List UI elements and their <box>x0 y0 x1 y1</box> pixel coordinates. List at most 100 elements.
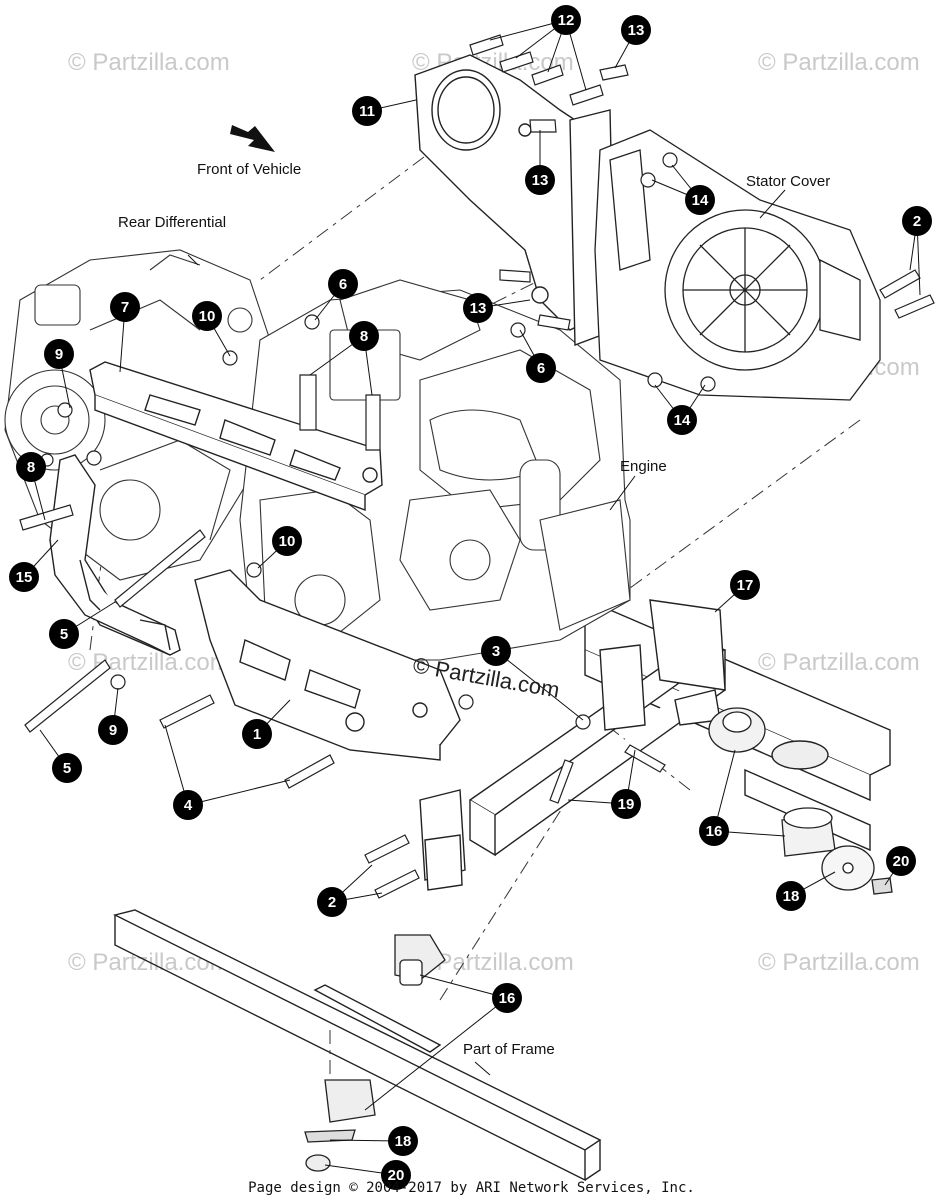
callout-16-bottom: 16 <box>492 983 522 1013</box>
callout-bubble <box>902 206 932 236</box>
callout-number: 9 <box>109 722 117 739</box>
callout-number: 20 <box>388 1167 405 1184</box>
callout-bubble <box>481 636 511 666</box>
callout-bubble <box>667 405 697 435</box>
isolators <box>304 707 893 1172</box>
callout-number: 13 <box>628 22 645 39</box>
callout-number: 14 <box>692 192 709 209</box>
callout-bubble <box>272 526 302 556</box>
callout-bubble <box>463 293 493 323</box>
callout-6-left: 6 <box>328 269 358 299</box>
callout-bubble <box>49 619 79 649</box>
callout-18-right: 18 <box>776 881 806 911</box>
callout-13-mid: 13 <box>525 165 555 195</box>
callout-number: 8 <box>27 459 35 476</box>
callout-number: 13 <box>532 172 549 189</box>
side-bracket <box>49 454 181 656</box>
callout-10-top: 10 <box>192 301 222 331</box>
callout-bubble <box>886 846 916 876</box>
callout-number: 14 <box>674 412 691 429</box>
alignment-lines <box>89 84 861 1095</box>
callout-number: 20 <box>893 853 910 870</box>
callout-number: 10 <box>199 308 216 325</box>
callout-bubble <box>611 789 641 819</box>
callout-16-right: 16 <box>699 816 729 846</box>
callout-bubble <box>492 983 522 1013</box>
callout-number: 16 <box>499 990 516 1007</box>
callout-number: 10 <box>279 533 296 550</box>
callout-bubble <box>110 292 140 322</box>
callout-bubble <box>16 452 46 482</box>
callout-9-top: 9 <box>44 339 74 369</box>
bolts <box>19 34 935 899</box>
callout-bubble <box>388 1126 418 1156</box>
callout-bubble <box>685 185 715 215</box>
callout-number: 8 <box>360 328 368 345</box>
callout-13-lower: 13 <box>463 293 493 323</box>
callout-number: 15 <box>16 569 33 586</box>
callout-number: 7 <box>121 299 129 316</box>
footer-copyright: Page design © 2004-2017 by ARI Network S… <box>248 1180 695 1196</box>
callout-13-top: 13 <box>621 15 651 45</box>
callout-8-mid: 8 <box>349 321 379 351</box>
callout-2-bottom: 2 <box>317 887 347 917</box>
callout-4: 4 <box>173 790 203 820</box>
callout-18-bottom: 18 <box>388 1126 418 1156</box>
stator-cover <box>594 129 881 401</box>
callout-number: 2 <box>913 213 921 230</box>
callout-number: 11 <box>359 103 375 120</box>
callout-number: 18 <box>395 1133 412 1150</box>
callout-number: 4 <box>184 797 193 814</box>
callout-bubble <box>317 887 347 917</box>
cross-tube <box>419 599 727 891</box>
callout-number: 13 <box>470 300 487 317</box>
callout-17: 17 <box>730 570 760 600</box>
callout-2-right: 2 <box>902 206 932 236</box>
callout-10-mid: 10 <box>272 526 302 556</box>
callout-7: 7 <box>110 292 140 322</box>
callout-bubble <box>242 719 272 749</box>
watermark-top-right: © Partzilla.com <box>758 49 920 76</box>
callout-6-right: 6 <box>526 353 556 383</box>
callout-bubble <box>551 5 581 35</box>
callout-number: 19 <box>618 796 635 813</box>
callout-bubble <box>9 562 39 592</box>
callout-bubble <box>44 339 74 369</box>
watermark-bottom-right: © Partzilla.com <box>758 949 920 976</box>
callout-number: 6 <box>339 276 347 293</box>
watermark-top-left: © Partzilla.com <box>68 49 230 76</box>
callout-20-bottom: 20 <box>381 1160 411 1190</box>
callout-12: 12 <box>551 5 581 35</box>
callout-bubble <box>173 790 203 820</box>
callout-number: 17 <box>737 577 754 594</box>
callout-bubble <box>192 301 222 331</box>
callout-bubble <box>621 15 651 45</box>
callout-15: 15 <box>9 562 39 592</box>
watermark-lower-right: © Partzilla.com <box>758 649 920 676</box>
callout-20-right: 20 <box>886 846 916 876</box>
callout-bubble <box>699 816 729 846</box>
label-front-of-vehicle: Front of Vehicle <box>197 161 301 178</box>
callout-bubble <box>328 269 358 299</box>
callout-19: 19 <box>611 789 641 819</box>
label-part-of-frame: Part of Frame <box>463 1041 555 1058</box>
callout-14-top: 14 <box>685 185 715 215</box>
callout-bubble <box>730 570 760 600</box>
label-engine: Engine <box>620 458 667 475</box>
callout-bubble <box>776 881 806 911</box>
callout-bubble <box>98 715 128 745</box>
callout-number: 1 <box>253 726 261 743</box>
callout-number: 18 <box>783 888 800 905</box>
lower-mount-bracket <box>194 569 461 761</box>
callout-number: 3 <box>492 643 500 660</box>
label-rear-differential: Rear Differential <box>118 214 226 231</box>
callout-11: 11 <box>352 96 382 126</box>
callout-bubble <box>381 1160 411 1190</box>
frame-rail <box>112 909 602 1182</box>
callout-bubble <box>52 753 82 783</box>
callout-5-top: 5 <box>49 619 79 649</box>
callout-number: 9 <box>55 346 63 363</box>
callout-number: 5 <box>60 626 68 643</box>
